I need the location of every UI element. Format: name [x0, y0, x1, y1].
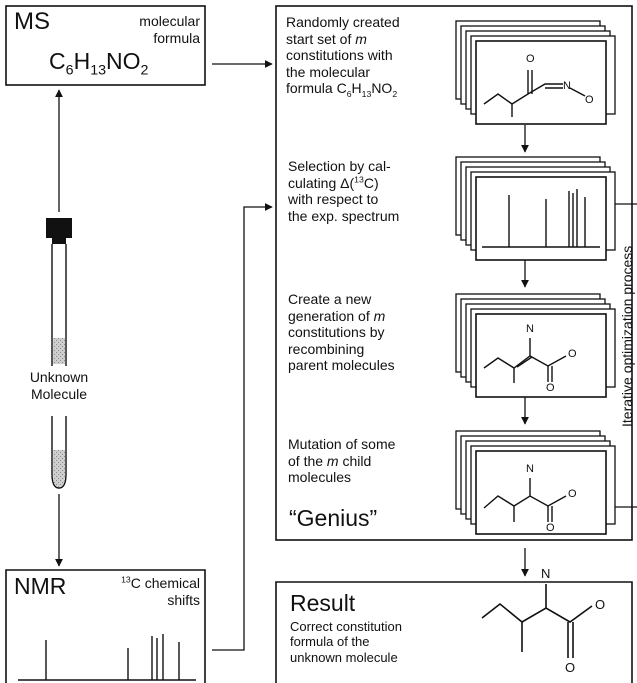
- nmr-box: [5, 569, 206, 683]
- step-mutation: Mutation of some of the m child molecule…: [288, 436, 396, 486]
- loop-label: Iterative optimization process: [619, 245, 635, 427]
- arrow-nmr-to-process: [212, 203, 273, 651]
- card-stack-mutation: [455, 430, 616, 535]
- atom-label: N: [526, 463, 534, 475]
- atom-label: N: [526, 323, 534, 335]
- ms-box: [5, 5, 206, 86]
- molecule-skeleton-3: [483, 355, 567, 369]
- atom-label: O: [568, 488, 577, 500]
- atom-label: O: [546, 522, 555, 534]
- sample-fill-bottom: [53, 450, 65, 487]
- card-stack-start-set: [455, 20, 616, 125]
- ms-subtitle: molecular formula: [139, 13, 200, 46]
- atom-label: N: [563, 80, 571, 92]
- sample-fill: [53, 338, 65, 364]
- tube-label: Unknown Molecule: [29, 369, 89, 402]
- nmr-subtitle: 13C chemical shifts: [121, 574, 200, 608]
- step-recombination: Create a new generation of m constitutio…: [288, 291, 395, 374]
- ms-title: MS: [14, 8, 50, 35]
- atom-label: O: [585, 94, 594, 106]
- test-tube: [8, 218, 110, 489]
- step-selection: Selection by cal- culating Δ(13C) with r…: [288, 158, 400, 224]
- step-random-start-set: Randomly created start set of m constitu…: [286, 14, 400, 99]
- molecule-skeleton-4: [483, 495, 567, 509]
- atom-label: N: [541, 566, 551, 581]
- molecule-skeleton-1: [483, 83, 563, 105]
- result-description: Correct constitution formula of the unkn…: [290, 619, 402, 665]
- nmr-title: NMR: [14, 573, 67, 599]
- nmr-spectrum: [18, 634, 196, 681]
- result-box: [275, 581, 633, 683]
- atom-label: O: [565, 660, 576, 675]
- atom-label: O: [568, 348, 577, 360]
- atom-label: O: [546, 382, 555, 394]
- card-stack-recombination: [455, 293, 616, 398]
- atom-label: O: [526, 53, 535, 65]
- process-box: [275, 5, 633, 541]
- result-title: Result: [290, 590, 356, 616]
- ms-formula: C6H13NO2: [49, 48, 149, 79]
- card-stack-spectrum: [455, 156, 616, 261]
- genius-label: “Genius”: [289, 505, 378, 531]
- result-molecule: [481, 584, 593, 658]
- atom-label: O: [595, 597, 606, 612]
